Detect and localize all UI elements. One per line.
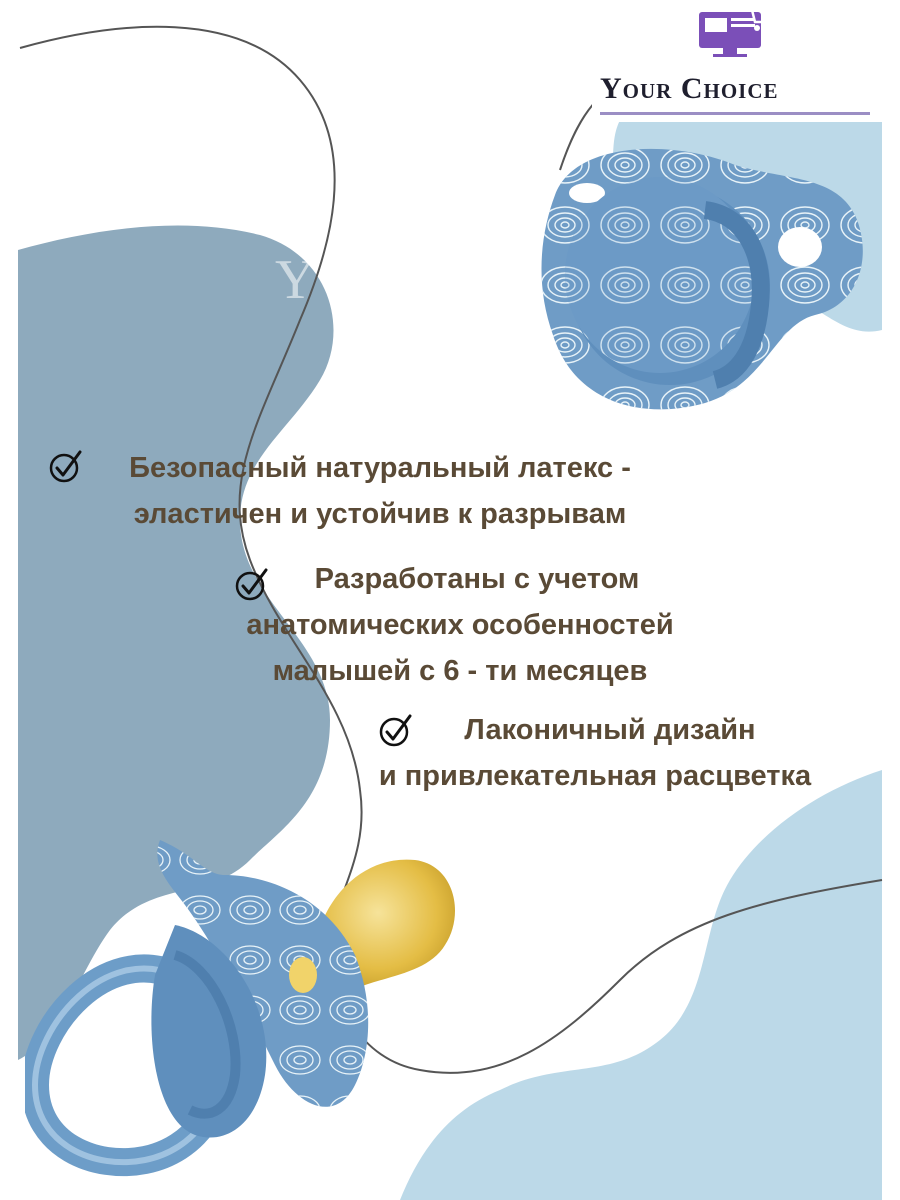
feature-anatomy: Разработаны с учетом анатомических особе… xyxy=(215,556,705,694)
feature-line: Разработаны с учетом xyxy=(314,563,640,595)
feature-line: Безопасный натуральный латекс - xyxy=(129,452,631,484)
feature-line: малышей с 6 - ти месяцев xyxy=(272,655,648,687)
left-blob xyxy=(18,225,334,1061)
pacifier-side-image xyxy=(25,840,455,1177)
pacifier-front-image xyxy=(541,148,863,410)
feature-line: анатомических особенностей xyxy=(246,609,674,641)
feature-latex: Безопасный натуральный латекс - эластиче… xyxy=(95,445,665,537)
feature-design: Лаконичный дизайн и привлекательная расц… xyxy=(345,707,845,799)
feature-line: и привлекательная расцветка xyxy=(378,760,812,792)
feature-line: эластичен и устойчив к разрывам xyxy=(133,498,627,530)
bottom-right-blob xyxy=(400,770,882,1200)
feature-line: Лаконичный дизайн xyxy=(464,714,756,746)
decor-line xyxy=(19,25,883,1074)
logo-underline xyxy=(600,112,870,115)
brand-logo-text: Your Choice xyxy=(600,72,779,105)
check-circle-icon xyxy=(379,714,412,747)
check-circle-icon xyxy=(49,450,82,483)
check-circle-icon xyxy=(235,568,268,601)
computer-cart-icon xyxy=(699,4,779,57)
